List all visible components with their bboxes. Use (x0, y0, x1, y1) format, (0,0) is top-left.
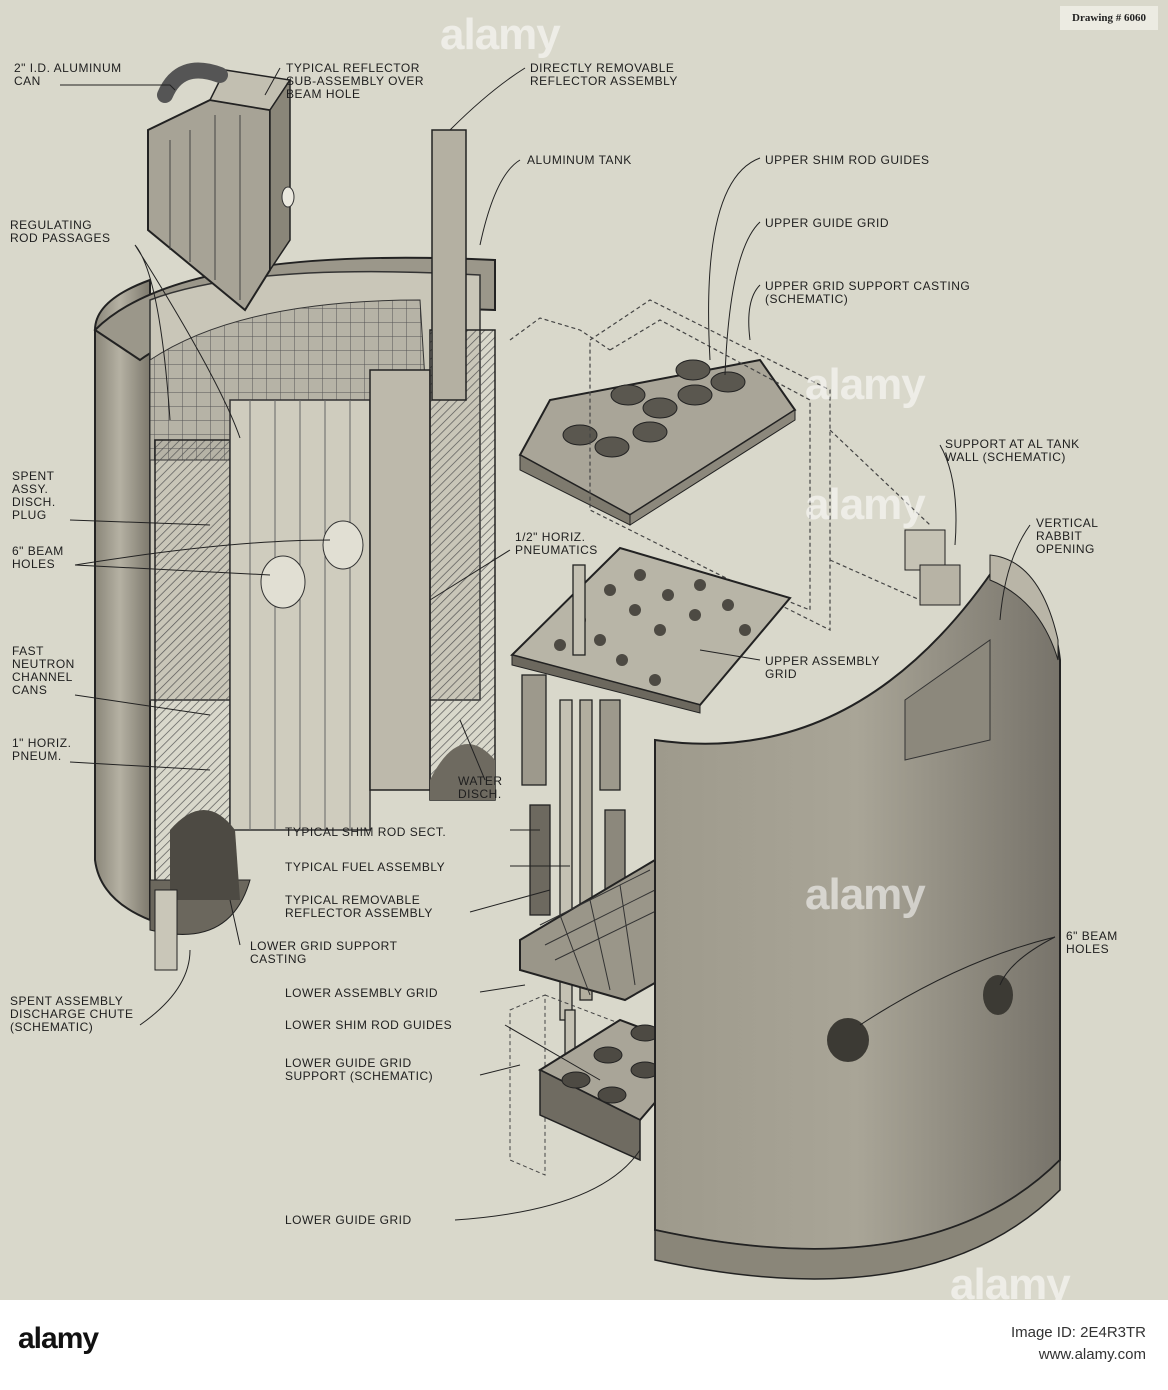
stock-footer (0, 1300, 1168, 1390)
support-bracket (904, 529, 946, 571)
label-lower-guide-grid: LOWER GUIDE GRID (285, 1213, 412, 1227)
label-support-al-tank: SUPPORT AT AL TANK WALL (SCHEMATIC) (945, 437, 1080, 464)
reflector-sub-assembly (147, 62, 295, 312)
upper-assembly-grid (510, 546, 792, 714)
label-regulating-rod: REGULATING ROD PASSAGES (10, 218, 111, 245)
beam-hole-2 (983, 975, 1013, 1015)
label-fuel-assembly: TYPICAL FUEL ASSEMBLY (285, 860, 446, 874)
label-upper-guide-grid: UPPER GUIDE GRID (765, 216, 890, 230)
label-lower-grid-support: LOWER GRID SUPPORT CASTING (250, 939, 398, 966)
watermark: alamy (805, 870, 926, 919)
label-fast-neutron: FAST NEUTRON CHANNEL CANS (12, 644, 75, 697)
upper-grid-support-schematic (509, 299, 931, 631)
lower-assembly-grid (519, 858, 662, 1002)
right-tank-shell (654, 554, 1061, 1280)
leader-lines (60, 67, 1056, 1221)
removable-reflector-column (431, 129, 467, 401)
label-beam-holes-left: 6" BEAM HOLES (12, 544, 64, 571)
label-upper-grid-support: UPPER GRID SUPPORT CASTING (SCHEMATIC) (765, 279, 971, 306)
stock-url: www.alamy.com (1038, 1346, 1146, 1363)
label-aluminum-tank: ALUMINUM TANK (527, 153, 632, 167)
upper-guide-grid (518, 358, 797, 526)
left-tank-shell (93, 256, 496, 971)
label-lower-shim-guides: LOWER SHIM ROD GUIDES (285, 1018, 453, 1032)
label-spent-plug: SPENT ASSY. DISCH. PLUG (12, 469, 56, 522)
label-directly-removable: DIRECTLY REMOVABLE REFLECTOR ASSEMBLY (530, 61, 678, 88)
drawing-number: Drawing # 6060 (1060, 6, 1158, 30)
image-id: Image ID: 2E4R3TR (1010, 1324, 1146, 1341)
label-upper-shim-guides: UPPER SHIM ROD GUIDES (765, 153, 930, 167)
watermark: alamy (440, 10, 561, 59)
label-shim-rod-sect: TYPICAL SHIM ROD SECT. (285, 825, 447, 839)
image-id-block: Image ID: 2E4R3TR www.alamy.com (1011, 1322, 1146, 1366)
label-removable-reflector: TYPICAL REMOVABLE REFLECTOR ASSEMBLY (285, 893, 433, 920)
label-lower-guide-support: LOWER GUIDE GRID SUPPORT (SCHEMATIC) (285, 1056, 434, 1083)
watermark: alamy (805, 480, 926, 529)
label-horiz-pneumatics: 1/2" HORIZ. PNEUMATICS (515, 530, 598, 557)
watermark: alamy (805, 360, 926, 409)
label-spent-chute: SPENT ASSEMBLY DISCHARGE CHUTE (SCHEMATI… (10, 994, 134, 1034)
reactor-diagram (60, 62, 1061, 1280)
label-one-inch-pneum: 1" HORIZ. PNEUM. (12, 736, 72, 763)
beam-hole-1 (827, 1018, 869, 1062)
label-water-disch: WATER DISCH. (458, 774, 503, 801)
label-beam-holes-right: 6" BEAM HOLES (1066, 929, 1118, 956)
label-aluminum-can: 2" I.D. ALUMINUM CAN (14, 61, 122, 88)
label-upper-assembly-grid: UPPER ASSEMBLY GRID (765, 654, 880, 681)
label-vertical-rabbit: VERTICAL RABBIT OPENING (1036, 516, 1099, 556)
label-typical-reflector: TYPICAL REFLECTOR SUB-ASSEMBLY OVER BEAM… (286, 61, 425, 101)
label-lower-assembly-grid: LOWER ASSEMBLY GRID (285, 986, 439, 1000)
alamy-logo: alamy (18, 1322, 99, 1355)
